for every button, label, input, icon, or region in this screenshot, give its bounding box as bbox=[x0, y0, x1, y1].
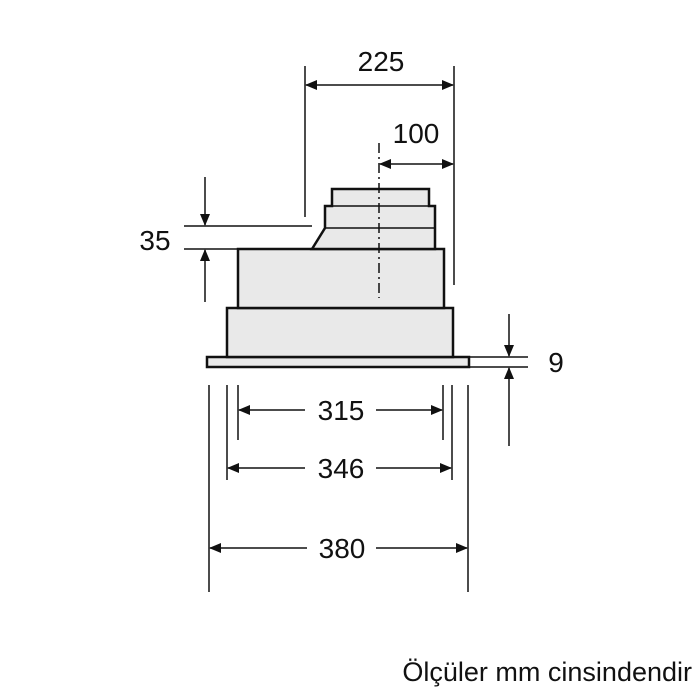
dim-label-380: 380 bbox=[319, 533, 366, 564]
duct-collar bbox=[309, 187, 437, 251]
dimension-lines bbox=[200, 80, 514, 553]
hood-body bbox=[205, 187, 471, 369]
dim-label-225: 225 bbox=[358, 46, 405, 77]
dim-label-315: 315 bbox=[318, 395, 365, 426]
dim-label-100: 100 bbox=[393, 118, 440, 149]
lower-housing bbox=[225, 306, 455, 359]
flange-plate bbox=[205, 355, 471, 369]
extension-lines bbox=[184, 66, 528, 592]
dim-label-35: 35 bbox=[139, 225, 170, 256]
dim-label-346: 346 bbox=[318, 453, 365, 484]
dim-label-9: 9 bbox=[548, 347, 564, 378]
upper-housing bbox=[236, 247, 446, 310]
units-caption: Ölçüler mm cinsindendir bbox=[402, 657, 692, 687]
